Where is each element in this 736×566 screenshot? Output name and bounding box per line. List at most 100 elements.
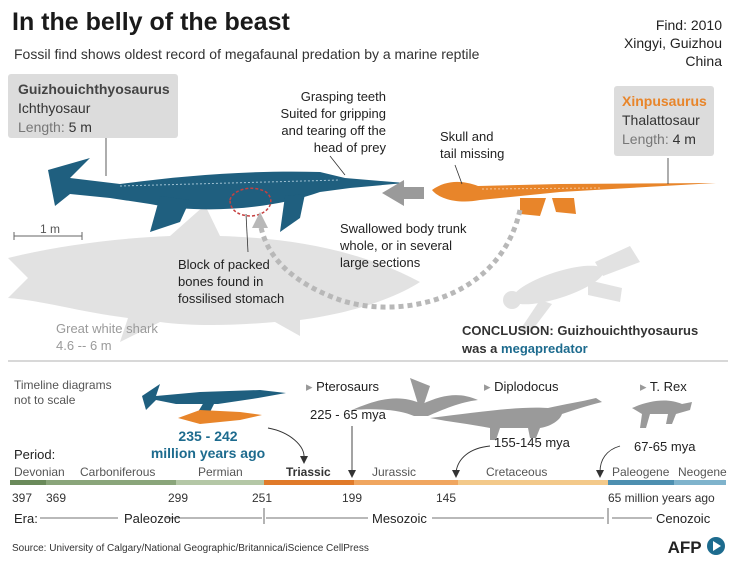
period-devonian: Devonian (14, 465, 65, 479)
block-annotation: Block of packed bones found in fossilise… (178, 256, 284, 307)
thalattosaur-skeleton (432, 181, 716, 216)
leader-lines (105, 138, 669, 253)
era-cenozoic: Cenozoic (656, 511, 711, 526)
prey-length-value: 4 m (672, 131, 696, 147)
ichthyosaur-skeleton (48, 158, 405, 232)
skull-line-1: Skull and (440, 129, 494, 144)
diver-silhouette (503, 246, 640, 333)
find-age-2: million years ago (150, 445, 266, 461)
predator-type: Ichthyosaur (18, 100, 91, 116)
predator-length-label: Length: (18, 119, 65, 135)
scale-label: 1 m (40, 222, 61, 236)
era-mesozoic: Mesozoic (372, 511, 427, 526)
timeline-pointer-heads (300, 456, 604, 478)
period-paleogene: Paleogene (612, 465, 670, 479)
teeth-line-4: head of prey (313, 140, 386, 155)
trex-silhouette (632, 400, 692, 428)
period-bar (10, 480, 726, 485)
predator-length-value: 5 m (68, 119, 92, 135)
diplodocus-age: 155-145 mya (494, 435, 570, 450)
conclusion-highlight: megapredator (501, 341, 588, 356)
pterosaurs-name: Pterosaurs (316, 379, 380, 394)
period-jurassic: Jurassic (372, 465, 417, 479)
predator-card: Guizhouichthyosaurus Ichthyosaur Length:… (8, 74, 178, 138)
stomach-highlight (229, 187, 272, 217)
swallow-arrowhead-icon (252, 212, 268, 228)
age-65: 65 million years ago (608, 491, 715, 505)
find-info: Find: 2010 Xingyi, Guizhou China (624, 16, 722, 70)
era-paleozoic: Paleozoic (124, 511, 181, 526)
page-subtitle: Fossil find shows oldest record of megaf… (14, 46, 480, 62)
teeth-line-2: Suited for gripping (280, 106, 386, 121)
prey-card: Xinpusaurus Thalattosaur Length: 4 m (614, 86, 714, 156)
swallow-line-2: whole, or in several (340, 238, 452, 253)
trex-age: 67-65 mya (634, 439, 696, 454)
swallow-path (257, 209, 523, 310)
period-carboniferous: Carboniferous (80, 465, 156, 479)
swallow-line-3: large sections (340, 255, 421, 270)
block-line-1: Block of packed (178, 257, 270, 272)
age-299: 299 (168, 491, 189, 505)
page-title: In the belly of the beast (12, 8, 290, 36)
skull-annotation: Skull and tail missing (440, 128, 504, 162)
prey-name: Xinpusaurus (622, 93, 707, 109)
predator-name: Guizhouichthyosaurus (18, 81, 170, 97)
period-cretaceous: Cretaceous (486, 465, 548, 479)
source-credit: Source: University of Calgary/National G… (12, 543, 369, 554)
teeth-line-1: Grasping teeth (300, 89, 386, 104)
teeth-line-3: and tearing off the (281, 123, 386, 138)
diplodocus-label: ▸ Diplodocus (484, 378, 558, 395)
trex-marker-icon: ▸ (640, 379, 647, 394)
shark-annotation: Great white shark 4.6 -- 6 m (56, 320, 158, 354)
find-country: China (685, 53, 722, 69)
period-neogene: Neogene (678, 465, 727, 479)
period-triassic: Triassic (286, 465, 331, 479)
pterosaurs-marker-icon: ▸ (306, 379, 313, 394)
age-397: 397 (12, 491, 33, 505)
ingest-arrow-icon (382, 180, 424, 206)
afp-logo-icon (707, 537, 725, 555)
age-251: 251 (252, 491, 273, 505)
timeline-note-2: not to scale (14, 393, 76, 407)
find-year: Find: 2010 (655, 17, 722, 33)
period-label: Period: (14, 447, 56, 462)
diplodocus-marker-icon: ▸ (484, 379, 491, 394)
conclusion-prefix: was a (462, 341, 498, 356)
era-lines (40, 508, 652, 524)
conclusion: CONCLUSION: Guizhouichthyosaurus was a m… (462, 322, 698, 358)
pterosaur-silhouette (352, 378, 478, 416)
diplodocus-name: Diplodocus (494, 379, 559, 394)
shark-silhouette (8, 205, 420, 342)
prey-length-label: Length: (622, 131, 669, 147)
timeline-note-1: Timeline diagrams (14, 378, 112, 392)
swallow-line-1: Swallowed body trunk (340, 221, 467, 236)
age-145: 145 (436, 491, 457, 505)
pterosaurs-label: ▸ Pterosaurs (306, 378, 379, 395)
shark-line-1: Great white shark (56, 321, 158, 336)
age-199: 199 (342, 491, 363, 505)
teeth-annotation: Grasping teeth Suited for gripping and t… (262, 88, 386, 156)
skull-line-2: tail missing (440, 146, 505, 161)
era-label: Era: (14, 511, 38, 526)
find-age-1: 235 - 242 (178, 428, 238, 444)
timeline-pointers (267, 426, 621, 473)
afp-logo: AFP (668, 536, 726, 558)
block-line-3: fossilised stomach (178, 291, 285, 306)
find-age: 235 - 242 million years ago (144, 428, 272, 462)
diplodocus-silhouette (430, 398, 602, 440)
trex-name: T. Rex (649, 379, 687, 394)
age-369: 369 (46, 491, 67, 505)
prey-type: Thalattosaur (622, 112, 700, 128)
pterosaurs-age: 225 - 65 mya (310, 407, 386, 422)
conclusion-line-1: CONCLUSION: Guizhouichthyosaurus (462, 323, 699, 338)
find-place: Xingyi, Guizhou (623, 35, 722, 51)
afp-logo-text: AFP (667, 538, 702, 557)
block-line-2: bones found in (178, 274, 264, 289)
shark-line-2: 4.6 -- 6 m (56, 338, 112, 353)
timeline-note: Timeline diagrams not to scale (14, 378, 112, 408)
thalattosaur-small (178, 410, 262, 424)
ichthyosaur-small (142, 384, 286, 412)
trex-label: ▸ T. Rex (640, 378, 687, 395)
swallow-annotation: Swallowed body trunk whole, or in severa… (340, 220, 466, 271)
